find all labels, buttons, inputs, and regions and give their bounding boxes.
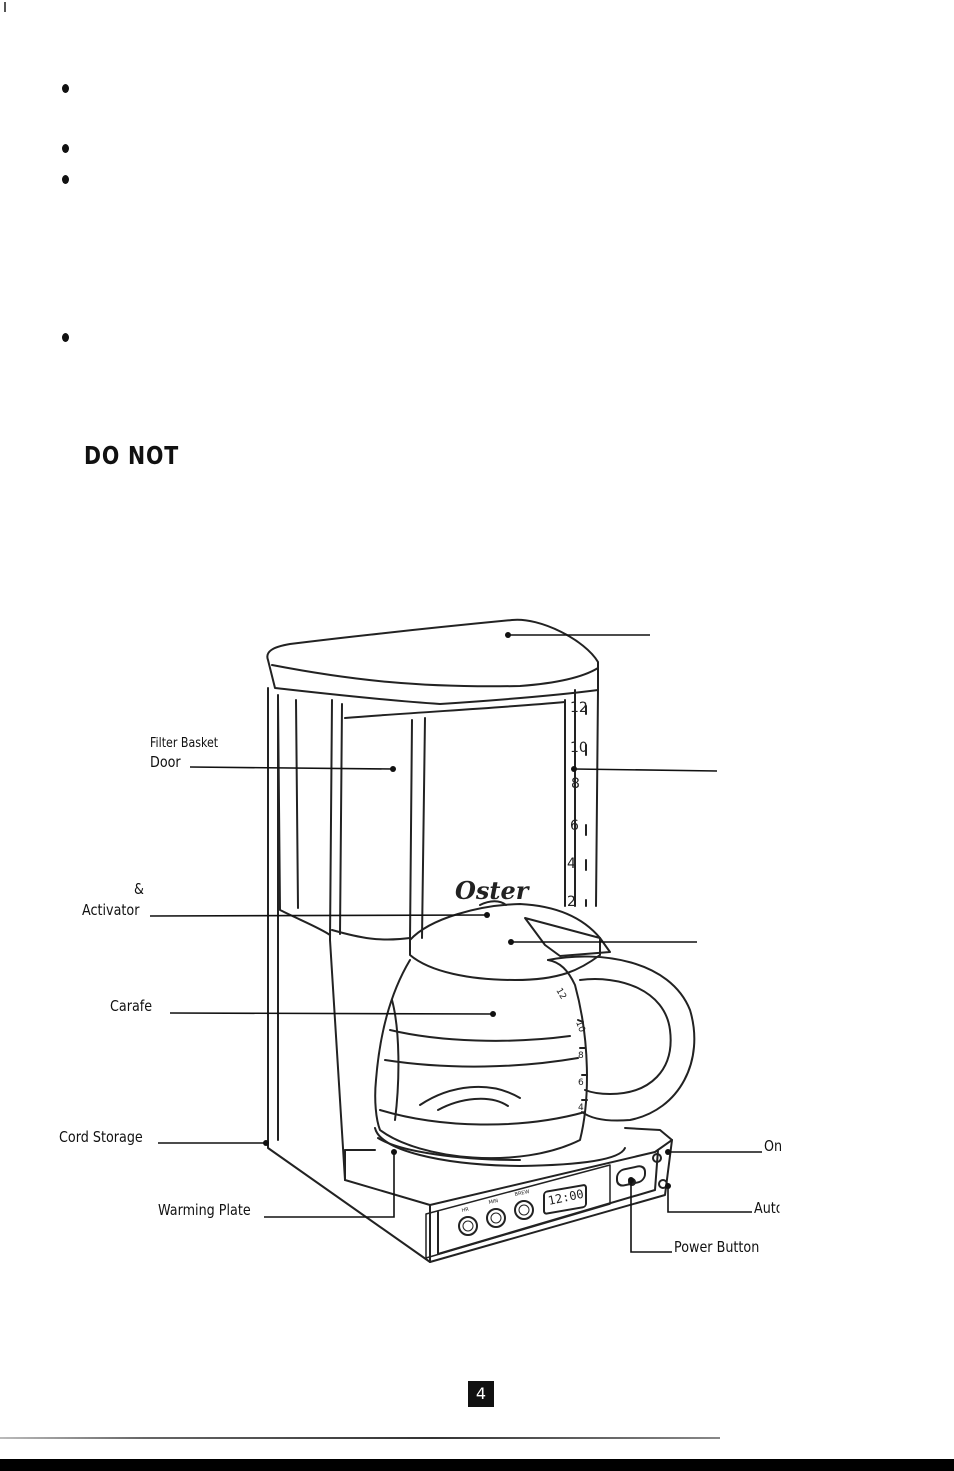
scan-mark: [4, 2, 6, 12]
control-panel: [425, 1164, 611, 1259]
brew-label: BREW: [514, 1189, 530, 1198]
carafe-lid: [409, 903, 601, 981]
brand-logo: Oster: [455, 876, 531, 905]
water-scale-10: 10: [570, 740, 588, 756]
carafe-scale-6: 6: [578, 1078, 584, 1088]
water-scale-12: 12: [570, 700, 588, 716]
water-scale-2: 2: [567, 894, 576, 910]
housing: [267, 687, 431, 1263]
hr-button: [458, 1216, 478, 1236]
water-scale-6: 6: [570, 818, 579, 834]
label-warming-plate: Warming Plate: [158, 1201, 251, 1219]
carafe-handle: [547, 955, 696, 1122]
bullet-3: [62, 175, 69, 184]
footer-rule-thick: [0, 1459, 954, 1471]
bullet-1: [62, 84, 69, 93]
label-door: Door: [150, 753, 181, 771]
label-ampersand: &: [134, 880, 144, 898]
min-label: MIN: [488, 1198, 499, 1206]
lid: [266, 618, 599, 705]
page-number: 4: [468, 1381, 494, 1407]
carafe-scale-8: 8: [578, 1051, 584, 1061]
label-carafe: Carafe: [110, 997, 153, 1015]
brew-button: [514, 1200, 534, 1220]
warning-heading: DO NOT: [84, 441, 180, 470]
clock-display: [543, 1184, 587, 1215]
on-light: [652, 1153, 662, 1163]
bullet-4: [62, 333, 69, 342]
label-filter-basket: Filter Basket: [150, 736, 219, 751]
min-button: [486, 1208, 506, 1228]
hr-label: HR: [461, 1206, 470, 1213]
label-activator: Activator: [82, 901, 140, 919]
label-on: On: [764, 1137, 783, 1155]
label-power-button: Power Button: [674, 1238, 760, 1256]
label-auto: Auto: [754, 1201, 780, 1216]
base: [344, 1127, 673, 1206]
carafe-scale-10: 10: [573, 1020, 586, 1034]
water-scale-4: 4: [567, 856, 576, 872]
bullet-2: [62, 144, 69, 153]
footer-rule-thin: [0, 1437, 720, 1439]
label-cord-storage: Cord Storage: [59, 1128, 143, 1146]
carafe-scale-4: 4: [578, 1103, 584, 1113]
water-scale-8: 8: [571, 776, 580, 792]
carafe-scale-12: 12: [553, 987, 567, 1002]
